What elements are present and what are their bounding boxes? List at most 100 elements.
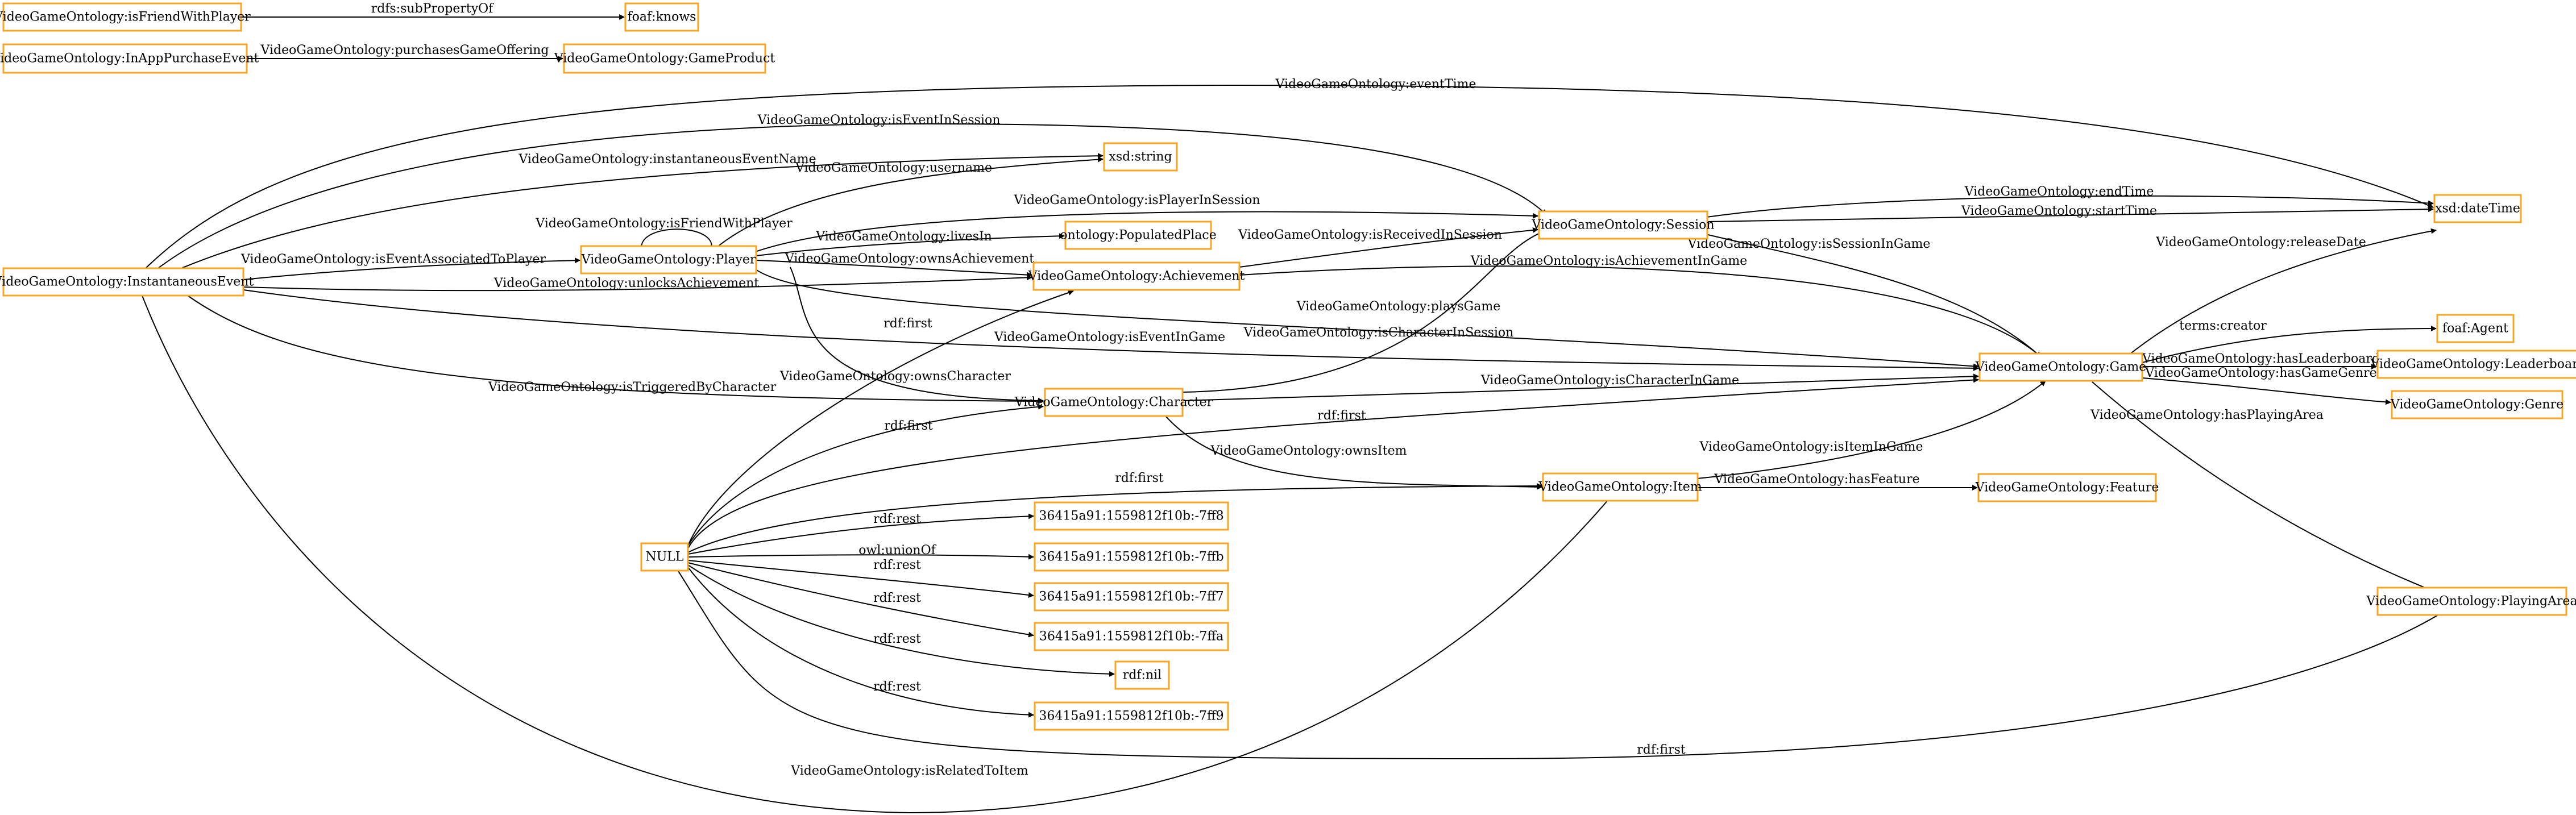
edge-rdf-rest-7ff9: rdf:rest [687,567,1034,718]
node-leaderboard[interactable]: VideoGameOntology:Leaderboard [2370,350,2576,379]
edge-label: owl:unionOf [858,543,936,558]
node-label: VideoGameOntology:Genre [2390,398,2563,412]
node-item[interactable]: VideoGameOntology:Item [1538,472,1702,502]
edge-purchases-game-offering: VideoGameOntology:purchasesGameOffering [247,43,563,61]
edge-label: rdf:rest [873,591,921,605]
node-label: 36415a91:1559812f10b:-7ffb [1039,550,1223,564]
edge-lives-in: VideoGameOntology:livesIn [756,230,1065,256]
edge-has-game-genre: VideoGameOntology:hasGameGenre [2142,366,2391,405]
node-label: VideoGameOntology:Leaderboard [2370,357,2576,372]
edge-has-leaderboard: VideoGameOntology:hasLeaderboard [2142,352,2380,369]
edge-unlocks-achievement: VideoGameOntology:unlocksAchievement [243,275,1032,292]
edge-is-achievement-in-game: VideoGameOntology:isAchievementInGame [1239,254,2042,357]
edge-label: VideoGameOntology:isFriendWithPlayer [535,217,793,231]
node-label: VideoGameOntology:Session [1531,218,1714,232]
node-feature[interactable]: VideoGameOntology:Feature [1975,473,2159,502]
edge-label: rdf:rest [873,558,921,572]
edge-label: VideoGameOntology:isEventAssociatedToPla… [240,252,546,267]
edge-label: VideoGameOntology:isEventInGame [994,330,1225,344]
edge-label: rdf:rest [873,512,921,526]
node-populated-place[interactable]: ontology:PopulatedPlace [1060,221,1217,250]
node-player[interactable]: VideoGameOntology:Player [580,245,757,275]
edge-label: VideoGameOntology:isReceivedInSession [1238,228,1502,242]
edge-label: VideoGameOntology:isCharacterInGame [1480,373,1739,388]
node-session[interactable]: VideoGameOntology:Session [1531,210,1715,240]
edge-end-time: VideoGameOntology:endTime [1706,185,2434,218]
edge-subproperty-of: rdfs:subPropertyOf [241,2,625,20]
node-label: 36415a91:1559812f10b:-7ffa [1039,630,1223,644]
edge-label: VideoGameOntology:isTriggeredByCharacter [488,380,777,394]
node-foaf-knows[interactable]: foaf:knows [624,2,699,32]
node-label: VideoGameOntology:isFriendWithPlayer [0,10,251,24]
edge-is-friend-with-player-loop: VideoGameOntology:isFriendWithPlayer [535,217,793,253]
edge-is-event-in-game: VideoGameOntology:isEventInGame [243,289,1979,371]
edge-instantaneous-event-name: VideoGameOntology:instantaneousEventName [170,152,1104,273]
node-blank-7ff8[interactable]: 36415a91:1559812f10b:-7ff8 [1034,501,1229,531]
node-label: foaf:knows [628,10,696,24]
edge-is-session-in-game: VideoGameOntology:isSessionInGame [1687,234,2043,359]
edge-rdf-first-null-playing-area: rdf:first [676,568,2445,760]
edge-rdf-rest-7ffa: rdf:rest [687,562,1034,638]
node-in-app-purchase-event[interactable]: VideoGameOntology:InAppPurchaseEvent [0,43,259,74]
node-blank-7ff9[interactable]: 36415a91:1559812f10b:-7ff9 [1034,701,1229,731]
edge-label: VideoGameOntology:isSessionInGame [1687,237,1931,251]
edge-label: VideoGameOntology:releaseDate [2155,235,2366,250]
edge-label: rdf:first [883,317,932,331]
edge-is-item-in-game: VideoGameOntology:isItemInGame [1696,380,2046,479]
node-character[interactable]: VideoGameOntology:Character [1014,388,1213,417]
node-foaf-agent[interactable]: foaf:Agent [2436,314,2515,343]
node-playing-area[interactable]: VideoGameOntology:PlayingArea [2366,587,2576,616]
edge-is-triggered-by-character: VideoGameOntology:isTriggeredByCharacter [187,295,1044,404]
edge-label: VideoGameOntology:hasPlayingArea [2090,408,2324,422]
edge-label: VideoGameOntology:hasGameGenre [2144,366,2376,380]
edge-is-related-to-item: VideoGameOntology:isRelatedToItem [142,295,1612,814]
node-blank-7ffb[interactable]: 36415a91:1559812f10b:-7ffb [1034,542,1229,572]
edge-label: rdf:rest [873,632,921,646]
edge-rdf-first-null-character: rdf:first [687,404,1044,546]
edge-release-date: VideoGameOntology:releaseDate [2126,228,2437,357]
edge-label: VideoGameOntology:isPlayerInSession [1013,193,1260,207]
node-xsd-string[interactable]: xsd:string [1103,142,1178,172]
node-rdf-nil[interactable]: rdf:nil [1114,660,1170,690]
node-is-friend-with-player[interactable]: VideoGameOntology:isFriendWithPlayer [0,2,251,32]
node-xsd-datetime[interactable]: xsd:dateTime [2433,194,2522,223]
node-label: foaf:Agent [2442,322,2508,336]
edge-label: terms:creator [2179,319,2267,333]
edge-label: rdf:first [884,419,933,433]
node-blank-7ff7[interactable]: 36415a91:1559812f10b:-7ff7 [1034,582,1229,612]
edge-owl-union-of: owl:unionOf [687,543,1034,560]
node-label: 36415a91:1559812f10b:-7ff9 [1039,709,1223,723]
edge-is-event-associated-to-player: VideoGameOntology:isEventAssociatedToPla… [240,252,580,280]
edge-label: VideoGameOntology:hasLeaderboard [2142,352,2380,366]
edge-rdf-rest-7ff8: rdf:rest [687,512,1034,555]
node-label: xsd:string [1109,150,1172,164]
edge-plays-game: VideoGameOntology:playsGame [750,264,1979,369]
node-null[interactable]: NULL [640,542,689,572]
node-instantaneous-event[interactable]: VideoGameOntology:InstantaneousEvent [0,267,254,297]
node-genre[interactable]: VideoGameOntology:Genre [2390,390,2563,419]
node-label: xsd:dateTime [2435,202,2520,216]
edge-label: VideoGameOntology:isItemInGame [1699,440,1923,454]
node-label: ontology:PopulatedPlace [1060,228,1217,243]
edge-label: VideoGameOntology:isCharacterInSession [1243,326,1514,340]
edge-label: VideoGameOntology:ownsAchievement [785,252,1034,266]
node-game[interactable]: VideoGameOntology:Game [1975,352,2147,382]
edge-is-character-in-game: VideoGameOntology:isCharacterInGame [1182,373,1979,401]
edge-owns-character: VideoGameOntology:ownsCharacter [779,267,1044,404]
edge-start-time: VideoGameOntology:startTime [1706,204,2434,222]
node-label: VideoGameOntology:Character [1014,396,1213,410]
edge-label: VideoGameOntology:hasFeature [1714,472,1919,486]
node-blank-7ffa[interactable]: 36415a91:1559812f10b:-7ffa [1034,622,1229,651]
edge-owns-achievement: VideoGameOntology:ownsAchievement [756,252,1034,278]
edge-label: VideoGameOntology:purchasesGameOffering [260,43,549,57]
node-label: VideoGameOntology:PlayingArea [2366,594,2576,609]
node-label: VideoGameOntology:InAppPurchaseEvent [0,52,259,66]
node-label: VideoGameOntology:Player [581,253,756,267]
edge-label: VideoGameOntology:unlocksAchievement [493,276,759,290]
edge-rdf-rest-nil: rdf:rest [687,564,1115,677]
edge-label: VideoGameOntology:endTime [1964,185,2154,199]
edge-event-time: VideoGameOntology:eventTime [142,77,2434,272]
node-achievement[interactable]: VideoGameOntology:Achievement [1028,261,1245,291]
node-game-product[interactable]: VideoGameOntology:GameProduct [554,43,775,74]
